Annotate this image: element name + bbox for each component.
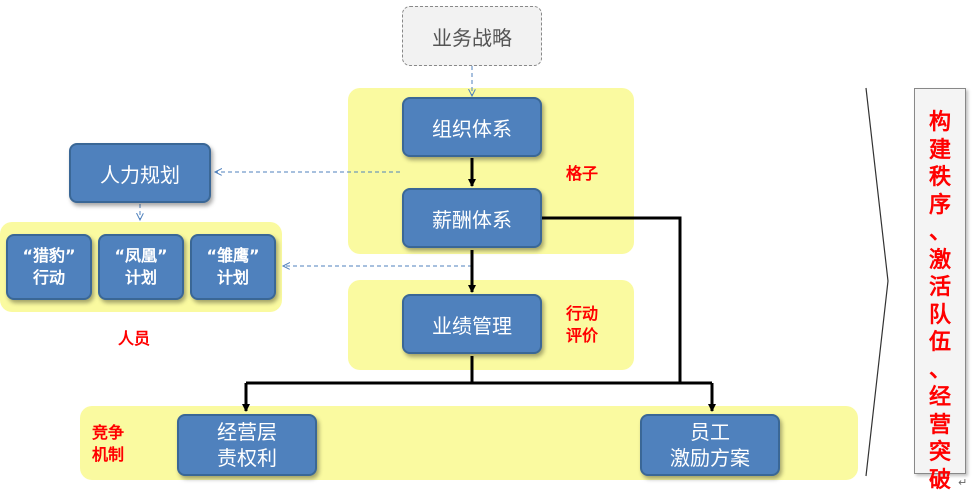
right-chevron-shape — [865, 87, 889, 477]
strategy-box: 业务战略 — [402, 6, 542, 66]
goal-text-box: 构 建 秩 序 、 激 活 队 伍 、 经 营 突 破 — [914, 88, 966, 493]
program-box-eagle: “雏鹰” 计划 — [190, 234, 276, 300]
org-system-box: 组织体系 — [402, 97, 542, 157]
hr-planning-box: 人力规划 — [69, 143, 211, 203]
label-action-eval: 行动 评价 — [566, 304, 599, 345]
salary-to-right-branch — [542, 216, 682, 383]
end-mark: ↵ — [958, 476, 968, 489]
label-people: 人员 — [118, 329, 151, 348]
salary-system-box: 薪酬体系 — [402, 188, 542, 248]
performance-mgmt-box: 业绩管理 — [402, 294, 542, 354]
management-rights-box: 经营层 责权利 — [177, 414, 317, 476]
program-box-phoenix: “凤凰” 计划 — [98, 234, 184, 300]
employee-incentive-box: 员工 激励方案 — [640, 414, 780, 476]
label-competition: 竞争 机制 — [92, 423, 125, 464]
label-gezi: 格子 — [566, 164, 599, 183]
program-box-leopard: “猎豹” 行动 — [6, 234, 92, 300]
goal-text: 构 建 秩 序 、 激 活 队 伍 、 经 营 突 破 — [928, 110, 951, 493]
